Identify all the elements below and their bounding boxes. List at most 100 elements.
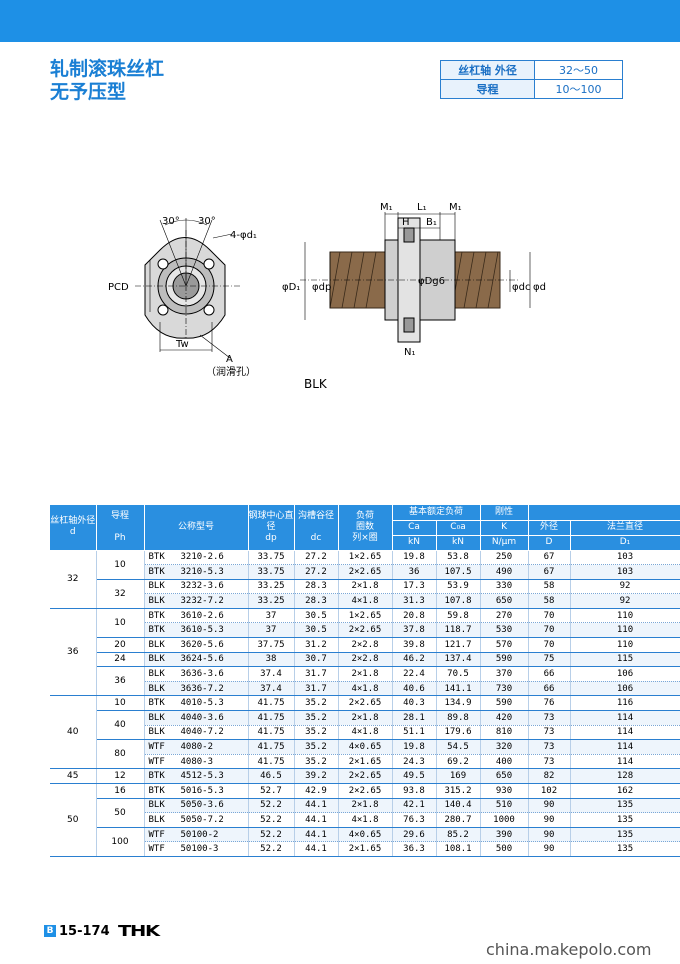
dc-cell: 35.2 bbox=[294, 739, 339, 755]
ca-cell: 29.6 bbox=[392, 827, 437, 843]
od-cell: 66 bbox=[528, 666, 571, 682]
od-cell: 70 bbox=[528, 637, 571, 653]
bolt-hole-label: 4-φd₁ bbox=[230, 230, 257, 241]
dp-cell: 41.75 bbox=[248, 739, 295, 755]
col-blank bbox=[528, 505, 680, 521]
circuits-cell: 4×0.65 bbox=[338, 739, 393, 755]
lube-hole-letter: A bbox=[226, 354, 233, 365]
circuits-cell: 2×2.8 bbox=[338, 652, 393, 668]
dc-cell: 31.2 bbox=[294, 637, 339, 653]
lead-cell: 24 bbox=[96, 652, 145, 668]
ca-cell: 28.1 bbox=[392, 710, 437, 726]
series-code: BTK bbox=[148, 625, 165, 636]
k-cell: 650 bbox=[480, 593, 529, 609]
c0a-cell: 70.5 bbox=[436, 666, 481, 682]
ca-cell: 31.3 bbox=[392, 593, 437, 609]
od-cell: 90 bbox=[528, 827, 571, 843]
dim-dg6: φDg6 bbox=[418, 276, 445, 287]
c0a-cell: 59.8 bbox=[436, 608, 481, 624]
dim-m1-left: M₁ bbox=[380, 202, 393, 213]
model-number: 5016-5.3 bbox=[180, 785, 224, 796]
k-cell: 490 bbox=[480, 564, 529, 580]
od-cell: 70 bbox=[528, 608, 571, 624]
dim-h: H bbox=[402, 217, 410, 228]
dp-cell: 52.2 bbox=[248, 798, 295, 814]
series-code: WTF bbox=[148, 844, 165, 855]
model-number: 4040-7.2 bbox=[180, 727, 224, 738]
k-cell: 250 bbox=[480, 550, 529, 566]
ca-cell: 36.3 bbox=[392, 841, 437, 857]
od-cell: 102 bbox=[528, 783, 571, 799]
dc-cell: 27.2 bbox=[294, 564, 339, 580]
col-rated-load: 基本额定负荷 bbox=[392, 505, 481, 521]
od-cell: 90 bbox=[528, 798, 571, 814]
dp-cell: 33.75 bbox=[248, 550, 295, 566]
lead-cell: 40 bbox=[96, 710, 145, 741]
dp-cell: 52.2 bbox=[248, 827, 295, 843]
c0a-cell: 108.1 bbox=[436, 841, 481, 857]
circuits-cell: 2×2.65 bbox=[338, 564, 393, 580]
dc-cell: 27.2 bbox=[294, 550, 339, 566]
ca-cell: 22.4 bbox=[392, 666, 437, 682]
spec-box: 丝杠轴 外径 32～50 导程 10～100 bbox=[440, 60, 623, 99]
col-rigidity: 刚性 bbox=[480, 505, 529, 521]
col-flange: 法兰直径 bbox=[570, 520, 680, 536]
dp-cell: 33.25 bbox=[248, 579, 295, 595]
c0a-cell: 169 bbox=[436, 768, 481, 784]
flange-cell: 103 bbox=[570, 564, 680, 580]
circuits-cell: 4×1.8 bbox=[338, 681, 393, 697]
ca-cell: 17.3 bbox=[392, 579, 437, 595]
flange-cell: 115 bbox=[570, 652, 680, 668]
lead-cell: 16 bbox=[96, 783, 145, 799]
circuits-cell: 1×2.65 bbox=[338, 608, 393, 624]
circuits-cell: 2×2.65 bbox=[338, 783, 393, 799]
technical-drawing: 30° 30° 4-φd₁ PCD Tw A （润滑孔） M₁ L₁ M₁ H … bbox=[108, 202, 546, 391]
dc-cell: 42.9 bbox=[294, 783, 339, 799]
model-number: 5050-7.2 bbox=[180, 814, 224, 825]
circuits-cell: 4×1.8 bbox=[338, 593, 393, 609]
dc-cell: 30.5 bbox=[294, 608, 339, 624]
k-cell: 810 bbox=[480, 725, 529, 741]
k-cell: 730 bbox=[480, 681, 529, 697]
circuits-cell: 1×2.65 bbox=[338, 550, 393, 566]
dim-l1: L₁ bbox=[417, 202, 427, 213]
lead-cell: 100 bbox=[96, 827, 145, 857]
page-number: 15-174 bbox=[59, 923, 110, 939]
model-number: 3624-5.6 bbox=[180, 654, 224, 665]
page-title: 轧制滚珠丝杠 无予压型 bbox=[50, 58, 164, 104]
series-code: WTF bbox=[148, 756, 165, 767]
series-code: BTK bbox=[148, 771, 165, 782]
lead-cell: 32 bbox=[96, 579, 145, 609]
dc-cell: 35.2 bbox=[294, 710, 339, 726]
ca-cell: 39.8 bbox=[392, 637, 437, 653]
k-cell: 570 bbox=[480, 637, 529, 653]
lead-cell: 10 bbox=[96, 695, 145, 712]
od-cell: 58 bbox=[528, 593, 571, 609]
title-line-2: 无予压型 bbox=[50, 81, 127, 103]
c0a-cell: 89.8 bbox=[436, 710, 481, 726]
model-number: 3232-7.2 bbox=[180, 596, 224, 607]
model-number: 4010-5.3 bbox=[180, 698, 224, 709]
c0a-cell: 137.4 bbox=[436, 652, 481, 668]
c0a-cell: 54.5 bbox=[436, 739, 481, 755]
